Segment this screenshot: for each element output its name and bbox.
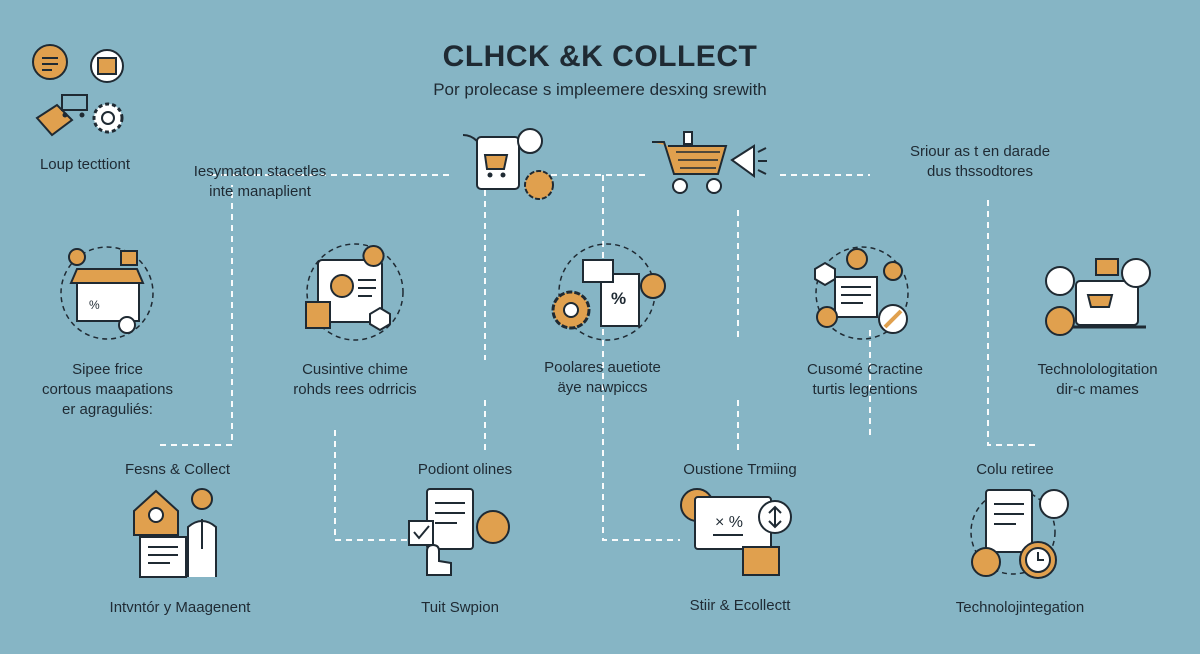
- gear-discount-icon: %: [551, 243, 666, 341]
- storefront-icon: %: [60, 246, 154, 340]
- label-colu: Colu retiree: [976, 461, 1054, 478]
- idea-list-icon: [814, 246, 909, 340]
- clipboard-tap-icon: [408, 488, 510, 576]
- label-oustione: Oustione Trmiing: [683, 461, 797, 478]
- monitor-package-icon: × %: [680, 488, 792, 576]
- connector: [160, 185, 233, 446]
- shopping-cart-icon: [462, 128, 554, 200]
- svg-text:× %: × %: [715, 514, 743, 531]
- web-location-icon: [305, 243, 404, 341]
- staff-store-icon: [133, 488, 217, 578]
- label-fesns: Fesns & Collect: [124, 461, 231, 478]
- gear-cart-icon: [32, 44, 124, 137]
- trolley-megaphone-icon: [652, 131, 767, 194]
- label-podiont: Podiont olines: [417, 461, 513, 478]
- laptop-cart-icon: [1045, 258, 1151, 336]
- label-tuit: Tuit Swpion: [421, 599, 499, 616]
- checklist-clock-icon: [970, 489, 1069, 579]
- page-title: CLHCK &K COLLECT: [442, 40, 758, 73]
- svg-text:%: %: [611, 289, 626, 308]
- label-stiir: Stiir & Ecollectt: [689, 597, 791, 614]
- label-loup: Loup tecttiont: [39, 156, 131, 173]
- label-techno-bottom: Technolojintegation: [955, 599, 1085, 616]
- connector: [334, 430, 410, 541]
- label-inventory: Intvntór y Maagenent: [109, 599, 251, 616]
- connector: [987, 200, 1040, 446]
- svg-text:%: %: [89, 298, 100, 312]
- page-subtitle: Por prolecase s impleemere desxing srewi…: [433, 80, 767, 99]
